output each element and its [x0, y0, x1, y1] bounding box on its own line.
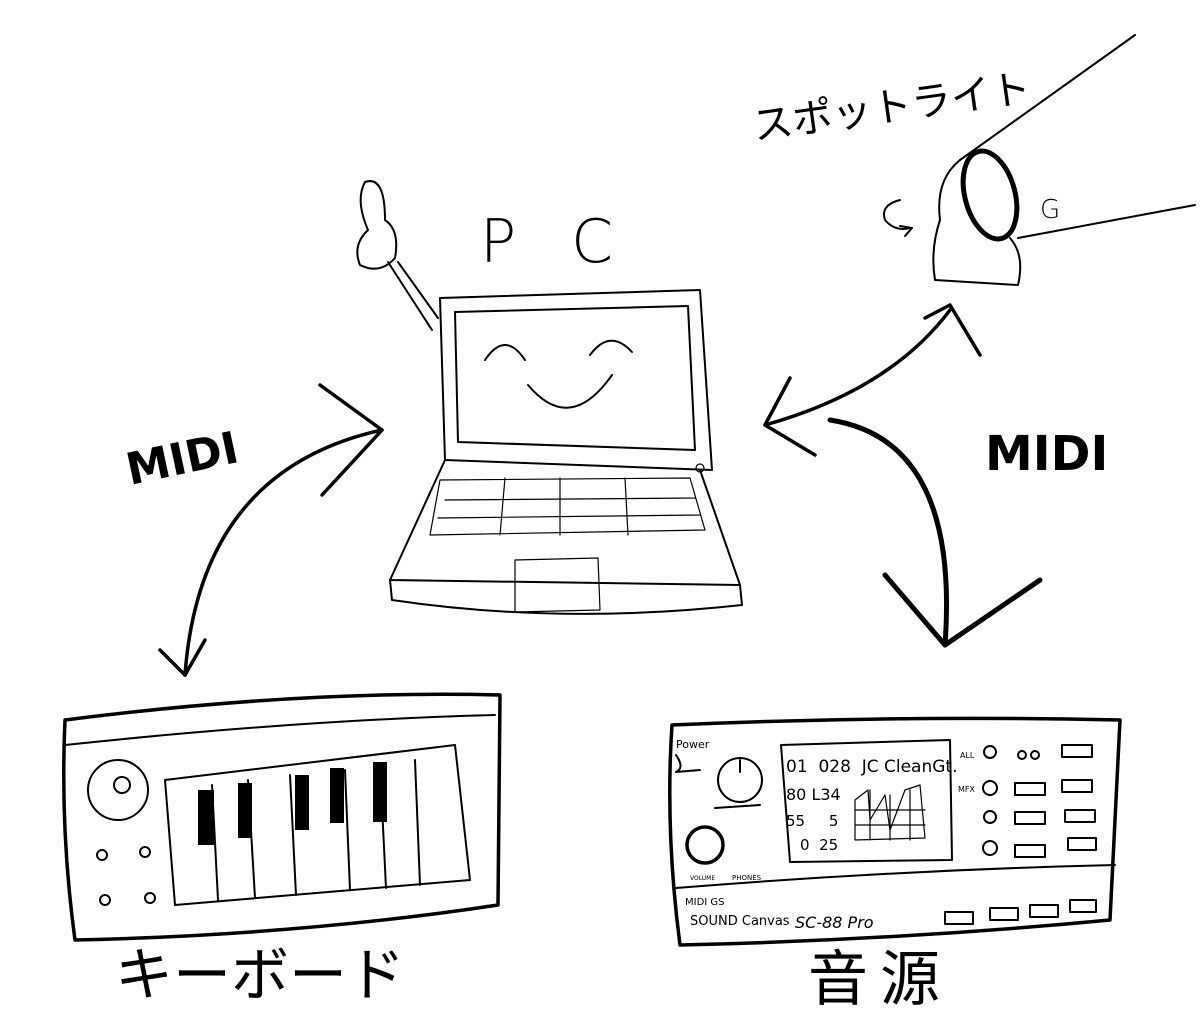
midi-arrow-right — [763, 303, 1043, 648]
sound-module-label: 音源 — [808, 945, 952, 1010]
sound-module-texts: Power 01 028 JC CleanGt. 80 L34 55 5 0 2… — [676, 738, 976, 932]
midi-label-left: MIDI — [122, 422, 243, 495]
display-line-1: 01 028 JC CleanGt. — [786, 757, 957, 777]
keyboard-device — [62, 692, 502, 942]
side-label-mfx: MFX — [958, 785, 976, 794]
brand-line-2: SOUND Canvas — [690, 914, 790, 929]
brand-line-1: MIDI GS — [685, 897, 725, 908]
knob-label-volume: VOLUME — [690, 875, 715, 882]
midi-arrow-left — [158, 383, 384, 677]
knob-label-phones: PHONES — [732, 874, 762, 882]
side-label-all: ALL — [960, 751, 975, 760]
keyboard-label: キーボード — [115, 941, 405, 1009]
display-line-2: 80 L34 — [786, 785, 841, 804]
sound-module-device — [668, 716, 1122, 947]
power-label: Power — [676, 738, 710, 751]
midi-label-right: MIDI — [985, 426, 1108, 482]
model-label: SC-88 Pro — [795, 913, 874, 932]
display-line-3: 55 5 — [786, 812, 838, 830]
pc-laptop — [356, 180, 743, 615]
spotlight-mark: G — [1040, 195, 1060, 225]
display-line-4: 0 25 — [800, 836, 838, 854]
pc-label: PC — [480, 207, 668, 277]
spotlight — [883, 34, 1196, 286]
